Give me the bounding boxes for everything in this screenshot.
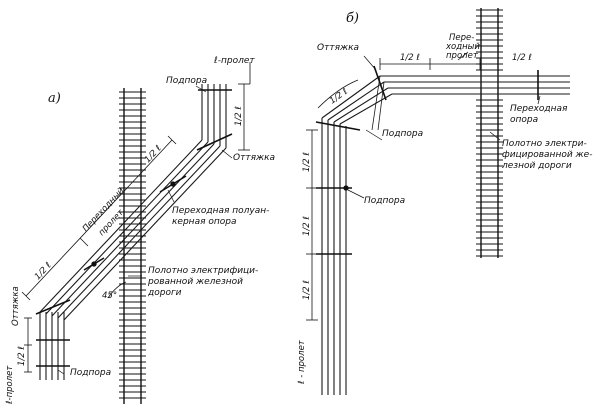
transition-span-label-b-line3: пролет bbox=[446, 51, 479, 61]
panel-b: б) Оттяжка 1/2 ℓ Пере- ходный пролет 1/2… bbox=[297, 8, 592, 395]
podpora-label-b-mid: Подпора bbox=[364, 196, 405, 206]
half-span-label-b-v3: 1/2 ℓ bbox=[302, 280, 312, 300]
railway-track-b bbox=[476, 8, 503, 258]
span-label-top: ℓ-пролет bbox=[213, 56, 255, 66]
podpora-label-bottom: Подпора bbox=[70, 368, 111, 378]
wire-bundle-b-vertical bbox=[321, 118, 347, 395]
transition-span-label-b-line2: ходный bbox=[445, 42, 480, 52]
wire-bundle-a-diagonal bbox=[39, 139, 227, 321]
wire-bundle-b-horizontal bbox=[380, 75, 570, 95]
leaders-b bbox=[347, 51, 541, 199]
transition-support-label-line1: Переходная полуан- bbox=[172, 206, 269, 216]
ottyazhka-label-left: Оттяжка bbox=[11, 286, 21, 326]
panel-a-label: а) bbox=[48, 91, 61, 106]
leaders-a bbox=[57, 85, 233, 375]
half-span-label-diag-lower: 1/2 ℓ bbox=[33, 261, 54, 282]
supports-b bbox=[315, 65, 539, 255]
half-span-label-left: 1/2 ℓ bbox=[17, 346, 27, 366]
span-label-left: ℓ-пролет bbox=[5, 365, 15, 405]
ottyazhka-label-b: Оттяжка bbox=[317, 43, 359, 53]
railway-track-a bbox=[119, 88, 146, 404]
podpora-label-b-corner: Подпора bbox=[382, 129, 423, 139]
half-span-label-b-v1: 1/2 ℓ bbox=[302, 152, 312, 172]
half-span-label-b-top: 1/2 ℓ bbox=[400, 53, 420, 63]
panel-a: а) ℓ-пролет Подпора 1/2 ℓ Оттяжка 1/2 ℓ … bbox=[5, 56, 275, 405]
half-span-label-diag-upper: 1/2 ℓ bbox=[143, 144, 164, 165]
track-label-a-line2: рованной железной bbox=[147, 277, 243, 287]
track-label-b-line3: лезной дороги bbox=[501, 161, 572, 171]
track-label-a-line3: дороги bbox=[147, 288, 182, 298]
track-label-b-line1: Полотно электри- bbox=[502, 139, 587, 149]
wire-bundle-a-lower bbox=[39, 312, 65, 380]
ottyazhka-label-right: Оттяжка bbox=[233, 153, 275, 163]
dimensions-b bbox=[306, 58, 481, 321]
podpora-label-top: Подпора bbox=[166, 76, 207, 86]
supports-a bbox=[35, 89, 233, 367]
track-label-a-line1: Полотно электрифици- bbox=[148, 266, 258, 276]
half-span-label-top: 1/2 ℓ bbox=[234, 106, 244, 126]
transition-support-label-b-line1: Переходная bbox=[510, 104, 568, 114]
half-span-label-b-right: 1/2 ℓ bbox=[512, 53, 532, 63]
panel-b-label: б) bbox=[346, 11, 359, 26]
wire-bundle-b-corner bbox=[321, 75, 393, 131]
half-span-label-b-corner: 1/2 ℓ bbox=[328, 87, 350, 107]
transition-support-label-b-line2: опора bbox=[510, 115, 538, 125]
span-label-b-v: ℓ - пролет bbox=[297, 339, 307, 385]
dimensions-a bbox=[21, 62, 251, 373]
transition-support-label-line2: керная опора bbox=[172, 217, 237, 227]
angle-label: 45° bbox=[102, 291, 117, 301]
track-label-b-line2: фицированной же- bbox=[502, 150, 592, 160]
transition-span-label-b-line1: Пере- bbox=[449, 33, 474, 43]
half-span-label-b-v2: 1/2 ℓ bbox=[302, 216, 312, 236]
